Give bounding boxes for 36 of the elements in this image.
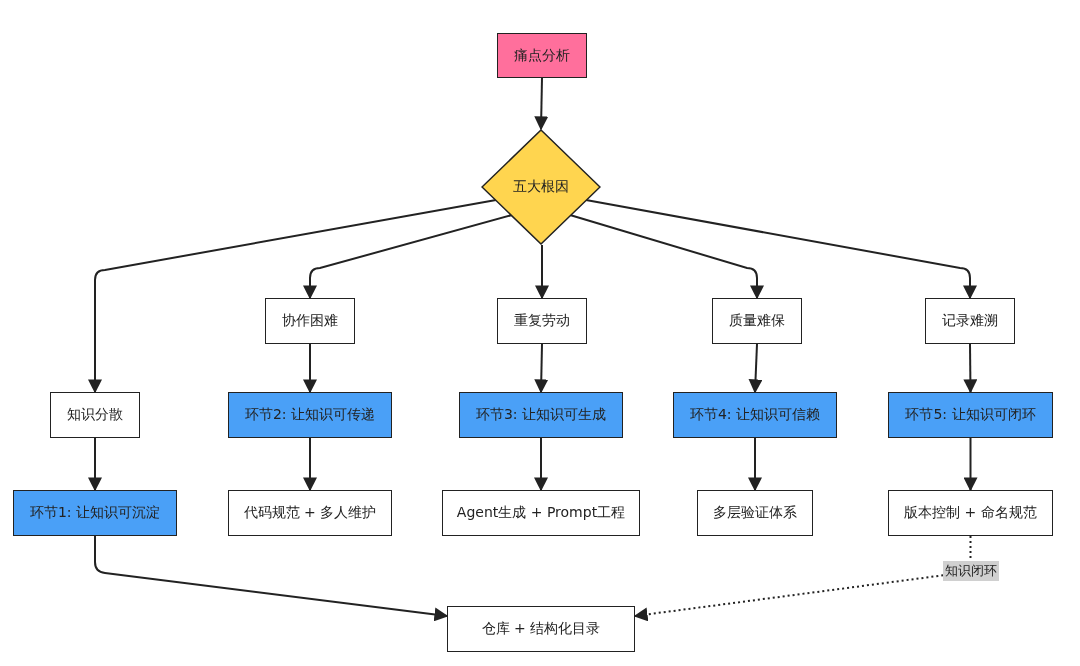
arrow xyxy=(569,214,764,300)
decision-diamond xyxy=(481,129,601,245)
node-label: 五大根因 xyxy=(513,178,569,196)
process-box: 多层验证体系 xyxy=(697,490,813,536)
process-box: 知识分散 xyxy=(50,392,140,438)
process-box: 代码规范 + 多人维护 xyxy=(228,490,392,536)
arrow xyxy=(535,244,549,300)
start-box: 痛点分析 xyxy=(497,33,587,78)
process-box: Agent生成 + Prompt工程 xyxy=(442,490,640,536)
process-box: 版本控制 + 命名规范 xyxy=(888,490,1053,536)
arrow xyxy=(303,437,317,492)
stage-box: 环节5: 让知识可闭环 xyxy=(888,392,1053,438)
stage-box: 环节4: 让知识可信赖 xyxy=(673,392,837,438)
arrow xyxy=(534,343,549,394)
process-box: 质量难保 xyxy=(712,298,802,344)
edge-label: 知识闭环 xyxy=(942,561,999,581)
arrow xyxy=(303,214,513,300)
arrow xyxy=(88,437,102,492)
arrow xyxy=(303,343,317,394)
arrow xyxy=(963,437,978,492)
process-box: 协作困难 xyxy=(265,298,355,344)
arrow xyxy=(748,343,763,394)
stage-box: 环节2: 让知识可传递 xyxy=(228,392,392,438)
stage-box: 环节3: 让知识可生成 xyxy=(459,392,623,438)
arrow xyxy=(748,437,762,492)
process-box: 重复劳动 xyxy=(497,298,587,344)
process-box: 记录难溯 xyxy=(925,298,1015,344)
arrow xyxy=(94,535,449,622)
arrow xyxy=(585,199,977,300)
dotted-arrow xyxy=(633,535,972,622)
arrow xyxy=(534,437,548,492)
arrow xyxy=(534,77,549,131)
arrow xyxy=(963,343,978,394)
stage-box: 环节1: 让知识可沉淀 xyxy=(13,490,177,536)
arrow xyxy=(88,199,497,394)
process-box: 仓库 + 结构化目录 xyxy=(447,606,635,652)
